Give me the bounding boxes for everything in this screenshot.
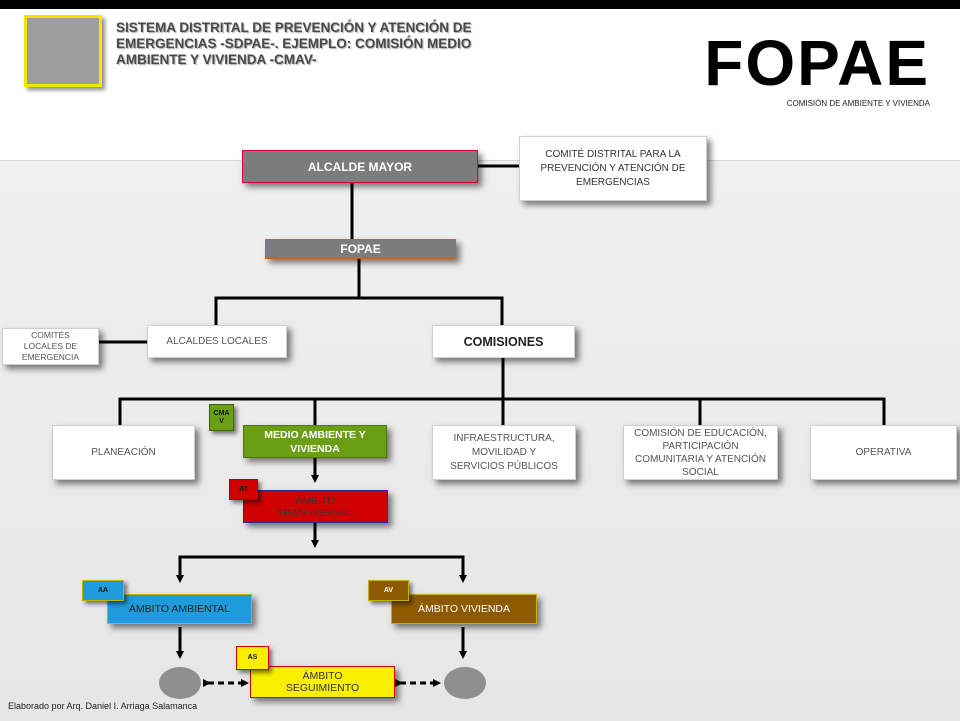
node-infraestructura: INFRAESTRUCTURA, MOVILIDAD Y SERVICIOS P… [432,425,576,480]
tag-cmav: CMA V [209,404,234,431]
circle-node-right [444,667,486,699]
top-bar [0,0,960,9]
brand-subtitle: COMISIÓN DE AMBIENTE Y VIVIENDA [786,99,930,108]
tag-av: AV [368,580,409,601]
tag-as: AS [236,646,269,670]
logo-square [24,15,102,87]
line-branch-alcaldes-comisiones [214,296,504,325]
page-title: SISTEMA DISTRITAL DE PREVENCIÓN Y ATENCI… [116,20,472,67]
node-medio-ambiente: MEDIO AMBIENTE Y VIVIENDA [243,425,387,458]
node-comite-distrital: COMITÉ DISTRITAL PARA LA PREVENCIÓN Y AT… [519,136,707,201]
node-ambito-transversal: ÁMBITO TRANSVERSAL [243,490,388,523]
node-operativa: OPERATIVA [810,425,957,480]
circle-node-left [159,667,201,699]
line-transversal-split [178,555,467,583]
node-ambito-vivienda: ÁMBITO VIVIENDA [391,594,537,624]
node-planeacion: PLANEACIÓN [52,425,195,480]
node-alcaldes-locales: ALCALDES LOCALES [147,325,287,358]
node-fopae: FOPAE [265,239,456,259]
brand-logo-text: FOPAE [704,27,930,99]
node-ambito-seguimiento: ÁMBITO SEGUIMIENTO [250,666,395,698]
node-comites-locales: COMITÉS LOCALES DE EMERGENCIA [2,328,99,365]
node-educacion: COMISIÓN DE EDUCACIÓN, PARTICIPACIÓN COM… [623,425,778,480]
tag-at: AT [229,479,258,500]
author-credit: Elaborado por Arq. Daniel I. Arriaga Sal… [8,701,198,711]
node-comisiones: COMISIONES [432,325,575,358]
node-alcalde-mayor: ALCALDE MAYOR [242,150,478,183]
tag-aa: AA [82,580,124,601]
node-ambito-ambiental: ÁMBITO AMBIENTAL [107,594,252,624]
